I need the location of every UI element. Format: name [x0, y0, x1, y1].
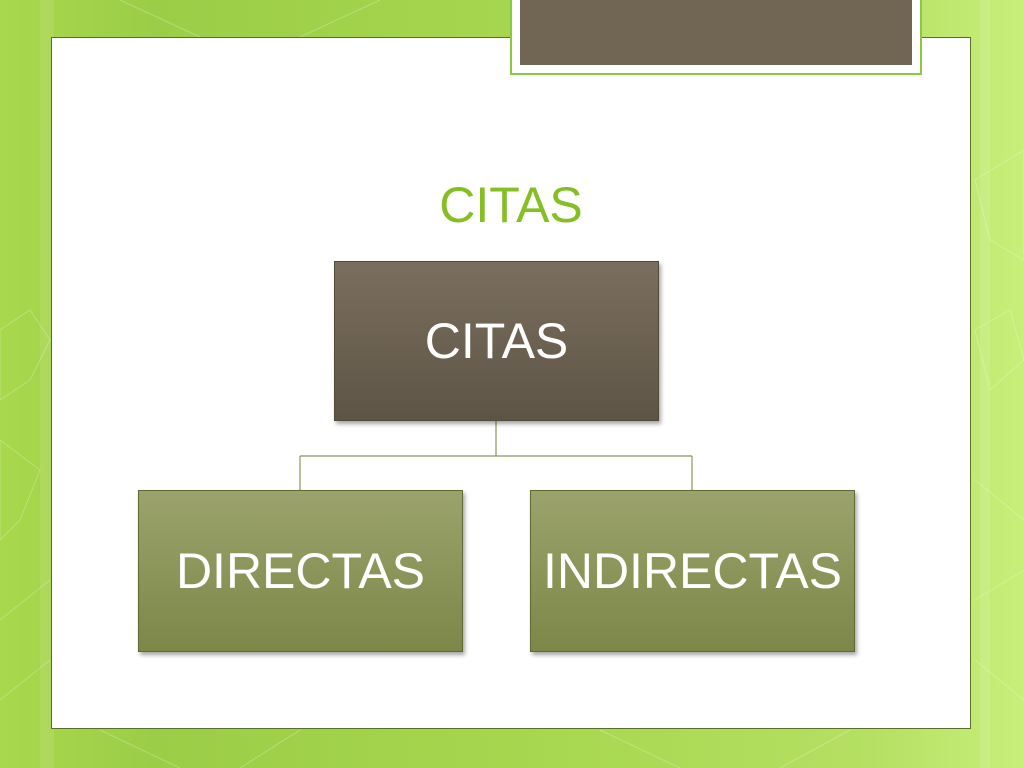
- diagram-node-directas: DIRECTAS: [138, 490, 463, 652]
- node-label: DIRECTAS: [175, 543, 426, 599]
- slide-title: CITAS: [439, 177, 583, 233]
- node-label: INDIRECTAS: [542, 543, 843, 599]
- background-stripe: [980, 0, 990, 768]
- diagram-node-citas: CITAS: [334, 261, 659, 421]
- title-tab: [510, 0, 922, 75]
- title-tab-fill: [520, 0, 912, 65]
- background-stripe: [40, 0, 54, 768]
- node-label: CITAS: [424, 313, 569, 369]
- diagram-node-indirectas: INDIRECTAS: [530, 490, 855, 652]
